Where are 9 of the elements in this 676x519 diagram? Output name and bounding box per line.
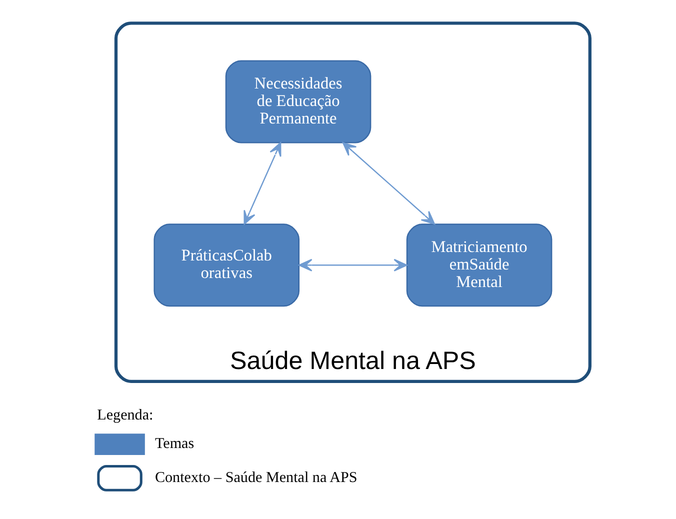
- node-box: Necessidades de Educação Permanente: [224, 60, 371, 144]
- legend-label: Temas: [154, 436, 194, 452]
- arrow: [243, 142, 281, 225]
- arrow: [342, 142, 435, 225]
- arrow: [298, 258, 407, 272]
- legend-label: Contexto – Saúde Mental na APS: [154, 470, 357, 486]
- node-box: Matriciamento emSaúde Mental: [406, 224, 552, 307]
- label: Legenda:: [96, 407, 153, 424]
- node-box: PráticasColab orativas: [153, 224, 300, 307]
